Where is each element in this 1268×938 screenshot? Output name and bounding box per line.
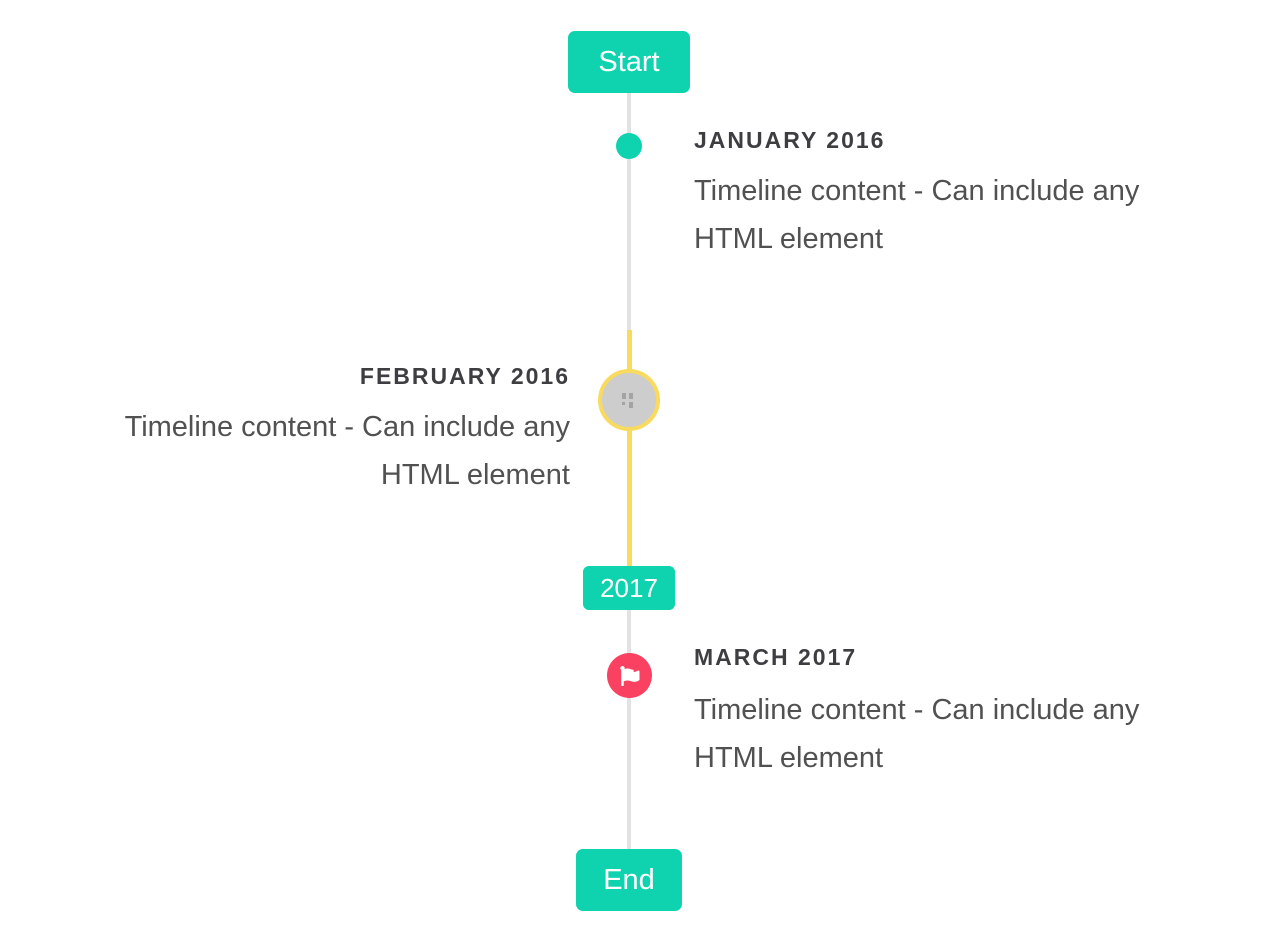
item-content-line: Timeline content - Can include any <box>124 411 570 443</box>
item-content-march: Timeline content - Can include any HTML … <box>694 686 1229 782</box>
timeline-marker-february[interactable] <box>598 369 660 431</box>
item-date-january: JANUARY 2016 <box>694 127 886 153</box>
timeline-year-badge[interactable]: 2017 <box>583 566 675 610</box>
item-content-line: Timeline content - Can include any <box>694 175 1140 207</box>
item-content-january: Timeline content - Can include any HTML … <box>694 167 1229 263</box>
timeline-marker-january[interactable] <box>616 133 642 159</box>
flag-icon <box>619 665 639 686</box>
timeline-start-button[interactable]: Start <box>568 31 690 93</box>
item-content-february: Timeline content - Can include any HTML … <box>35 403 570 499</box>
timeline-end-button[interactable]: End <box>576 849 682 911</box>
item-date-march: MARCH 2017 <box>694 644 858 670</box>
timeline-marker-march[interactable] <box>607 653 652 698</box>
item-content-line: HTML element <box>380 459 570 491</box>
item-date-february: FEBRUARY 2016 <box>359 363 570 389</box>
timeline-highlight-line <box>626 330 632 566</box>
item-content-line: HTML element <box>694 742 884 774</box>
image-placeholder-icon <box>621 392 637 408</box>
item-content-line: HTML element <box>694 223 884 255</box>
item-content-line: Timeline content - Can include any <box>694 694 1140 726</box>
